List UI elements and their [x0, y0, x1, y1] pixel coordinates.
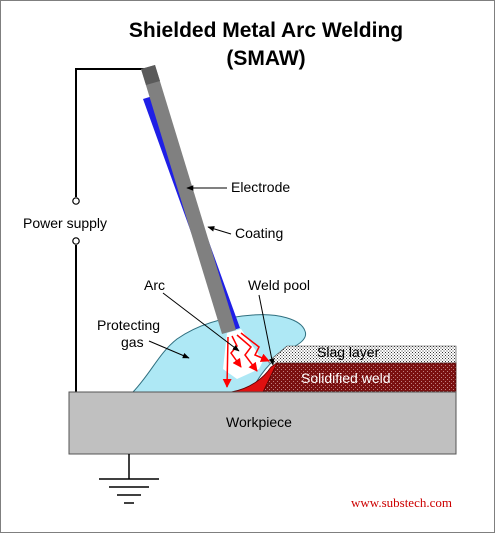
- weld-pool-leader: [258, 294, 275, 366]
- terminal-top: [72, 197, 80, 205]
- workpiece: [68, 391, 457, 455]
- weld-pool-label: Weld pool: [248, 277, 310, 293]
- title-line-2: (SMAW): [226, 47, 305, 70]
- slag-layer: [268, 345, 457, 364]
- protecting-gas-label-line-2: gas: [121, 334, 144, 350]
- solidified-weld-label: Solidified weld: [301, 370, 391, 386]
- arc-leader: [162, 292, 240, 352]
- electrode-core: [141, 65, 236, 334]
- title-line-1: Shielded Metal Arc Welding: [129, 19, 403, 42]
- electrode-label: Electrode: [231, 179, 290, 195]
- arc-label: Arc: [144, 277, 165, 293]
- protecting-gas-label-line-1: Protecting: [97, 317, 160, 333]
- protecting-gas-leader: [148, 340, 190, 359]
- coating-label: Coating: [235, 225, 283, 241]
- coating-leader: [207, 226, 232, 235]
- workpiece-label: Workpiece: [226, 414, 292, 430]
- wire-top: [75, 68, 151, 197]
- slag-layer-label: Slag layer: [317, 344, 380, 360]
- electrode-tip-top: [141, 65, 160, 85]
- weld-pool: [230, 361, 278, 393]
- power-supply-label: Power supply: [23, 215, 107, 231]
- arc-arrow-4: [240, 332, 270, 362]
- terminal-bottom: [72, 237, 80, 245]
- arc-arrow-3: [236, 334, 258, 372]
- arc-arrow-1: [222, 336, 232, 388]
- website-text: www.substech.com: [351, 495, 452, 510]
